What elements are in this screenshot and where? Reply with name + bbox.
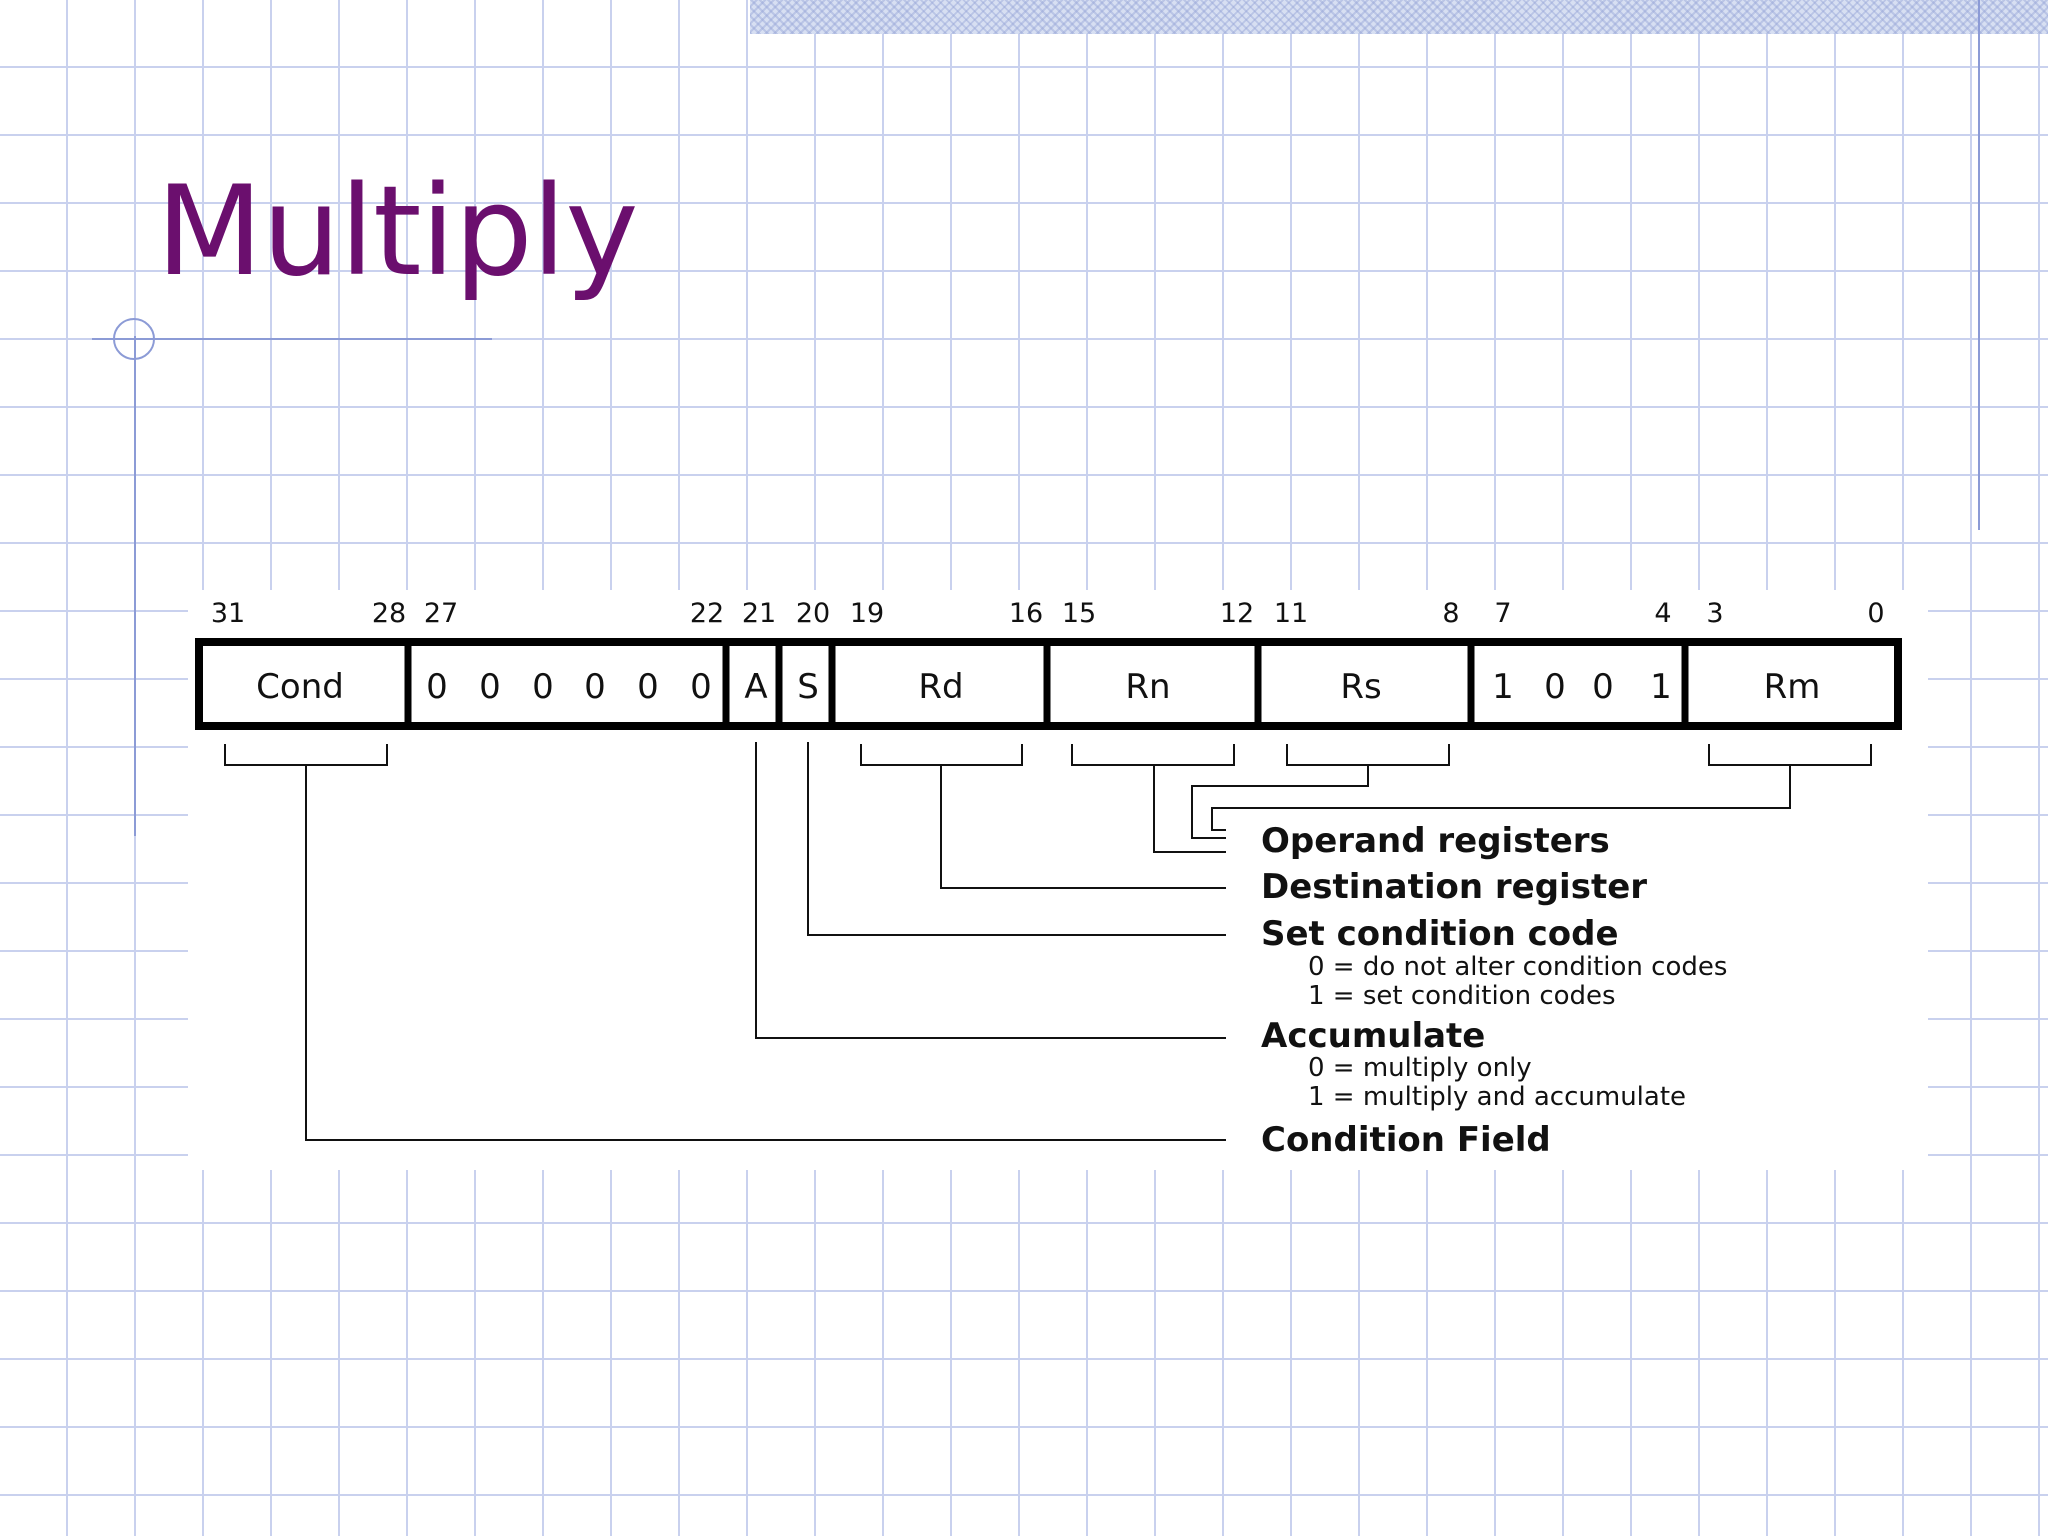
- bit-number-12: 12: [1220, 598, 1254, 629]
- field-opcode-bit-3: 1: [1650, 667, 1672, 707]
- field-fixed-bit-4: 0: [637, 667, 659, 707]
- bit-number-20: 20: [796, 598, 830, 629]
- label-accumulate: Accumulate: [1261, 1016, 1485, 1056]
- title-circle-ornament: [113, 318, 155, 360]
- note-set-condition-1: 1 = set condition codes: [1308, 981, 1616, 1011]
- bit-number-3: 3: [1706, 598, 1723, 629]
- rd-bracket: [860, 744, 1023, 766]
- cond-bracket: [224, 744, 388, 766]
- rm-bracket: [1708, 744, 1872, 766]
- label-operand-registers: Operand registers: [1261, 821, 1610, 861]
- bit-number-8: 8: [1442, 598, 1459, 629]
- rs-bracket: [1286, 744, 1450, 766]
- bit-number-27: 27: [424, 598, 458, 629]
- bit-number-22: 22: [690, 598, 724, 629]
- bit-number-11: 11: [1274, 598, 1308, 629]
- label-condition-field: Condition Field: [1261, 1120, 1551, 1160]
- field-opcode-bit-1: 0: [1544, 667, 1566, 707]
- field-set-condition-bit: S: [797, 667, 819, 707]
- bit-number-0: 0: [1867, 598, 1884, 629]
- field-rm: Rm: [1764, 667, 1821, 707]
- slide-title: Multiply: [156, 160, 639, 304]
- field-opcode-bit-0: 1: [1492, 667, 1514, 707]
- right-accent-rule: [1978, 0, 1980, 530]
- rn-leader-line: [1153, 765, 1226, 853]
- bit-number-16: 16: [1009, 598, 1043, 629]
- field-fixed-bit-3: 0: [584, 667, 606, 707]
- field-opcode-bit-2: 0: [1592, 667, 1614, 707]
- title-underline-rule: [92, 338, 492, 340]
- cond-leader-line: [305, 765, 1226, 1141]
- note-set-condition-0: 0 = do not alter condition codes: [1308, 952, 1727, 982]
- field-rd: Rd: [918, 667, 963, 707]
- header-decoration-band: [750, 0, 2048, 34]
- note-accumulate-0: 0 = multiply only: [1308, 1053, 1532, 1083]
- field-rn: Rn: [1125, 667, 1170, 707]
- rs-leader-line: [1191, 765, 1369, 839]
- bit-number-31: 31: [211, 598, 245, 629]
- bit-number-28: 28: [372, 598, 406, 629]
- field-rs: Rs: [1340, 667, 1381, 707]
- note-accumulate-1: 1 = multiply and accumulate: [1308, 1082, 1686, 1112]
- field-fixed-bit-1: 0: [479, 667, 501, 707]
- rd-leader-line: [940, 765, 1226, 889]
- bit-number-19: 19: [850, 598, 884, 629]
- bit-number-7: 7: [1494, 598, 1511, 629]
- field-fixed-bit-5: 0: [690, 667, 712, 707]
- field-cond: Cond: [256, 667, 344, 707]
- s-leader-line: [807, 742, 1226, 936]
- left-accent-rule: [134, 336, 136, 836]
- a-leader-line: [755, 742, 1226, 1039]
- field-fixed-bit-2: 0: [532, 667, 554, 707]
- rm-leader-line: [1211, 765, 1791, 831]
- label-set-condition-code: Set condition code: [1261, 914, 1619, 954]
- rn-bracket: [1071, 744, 1235, 766]
- label-destination-register: Destination register: [1261, 867, 1647, 907]
- field-accumulate-bit: A: [744, 667, 767, 707]
- field-fixed-bit-0: 0: [426, 667, 448, 707]
- bit-number-15: 15: [1062, 598, 1096, 629]
- bit-number-21: 21: [742, 598, 776, 629]
- bit-number-4: 4: [1654, 598, 1671, 629]
